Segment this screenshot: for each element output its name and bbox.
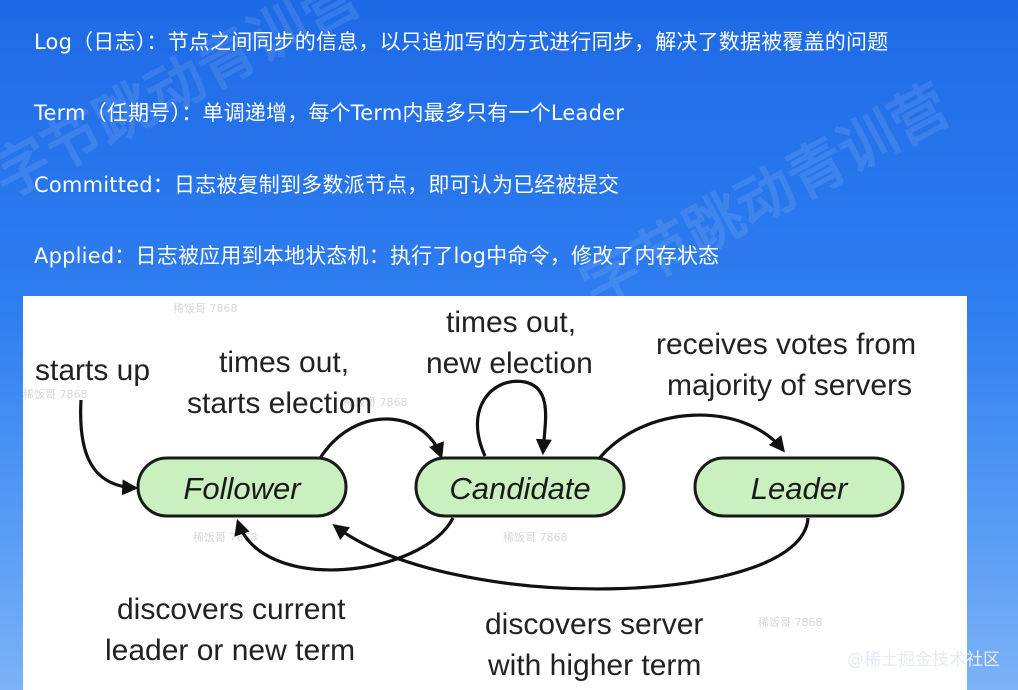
bullet-committed: Committed：日志被复制到多数派节点，即可认为已经被提交 [34, 173, 620, 197]
arrow-leader-to-follower [332, 517, 810, 591]
label-discovers-current-line2: leader or new term [105, 634, 355, 667]
raft-state-diagram: 稀饭哥 7868 稀饭哥 7868 稀饭哥 7868 稀饭哥 7868 稀饭哥 … [23, 302, 916, 682]
label-discovers-server-line2: with higher term [487, 649, 701, 682]
arrow-candidate-self-loop [475, 379, 552, 457]
bullet-applied: Applied：日志被应用到本地状态机：执行了log中命令，修改了内存状态 [34, 244, 720, 268]
state-leader-label: Leader [751, 471, 849, 506]
state-follower: Follower [136, 456, 348, 518]
label-receives-votes-line1: receives votes from [656, 328, 916, 361]
arrow-follower-to-candidate [317, 417, 444, 461]
label-new-election-line1: times out, [446, 306, 576, 339]
overlay-mark-6: 稀饭哥 7868 [758, 616, 823, 629]
overlay-mark-2: 稀饭哥 7868 [23, 388, 88, 401]
bullet-log: Log（日志）：节点之间同步的信息，以只追加写的方式进行同步，解决了数据被覆盖的… [34, 30, 889, 54]
overlay-mark-3: 稀饭哥 7868 [343, 396, 408, 409]
label-starts-up: starts up [35, 354, 150, 387]
label-discovers-current-line1: discovers current [117, 593, 346, 626]
overlay-mark-4: 稀饭哥 7868 [503, 531, 568, 544]
label-times-out-line2: starts election [187, 387, 372, 420]
label-times-out-line1: times out, [219, 346, 349, 379]
state-follower-label: Follower [183, 471, 302, 506]
state-candidate: Candidate [414, 456, 626, 518]
label-discovers-server-line1: discovers server [485, 608, 703, 641]
overlay-mark-1: 稀饭哥 7868 [173, 302, 238, 315]
state-leader: Leader [693, 456, 905, 518]
bullet-term: Term（任期号）：单调递增，每个Term内最多只有一个Leader [34, 101, 625, 125]
arrow-candidate-to-follower [234, 517, 455, 572]
label-new-election-line2: new election [426, 347, 593, 380]
site-watermark: @稀土掘金技术社区 [847, 650, 1000, 670]
arrow-starts-up [79, 399, 139, 496]
raft-state-diagram-panel: 稀饭哥 7868 稀饭哥 7868 稀饭哥 7868 稀饭哥 7868 稀饭哥 … [23, 296, 967, 690]
arrow-candidate-to-leader [596, 413, 786, 462]
label-receives-votes-line2: majority of servers [667, 369, 912, 402]
state-candidate-label: Candidate [449, 471, 590, 506]
